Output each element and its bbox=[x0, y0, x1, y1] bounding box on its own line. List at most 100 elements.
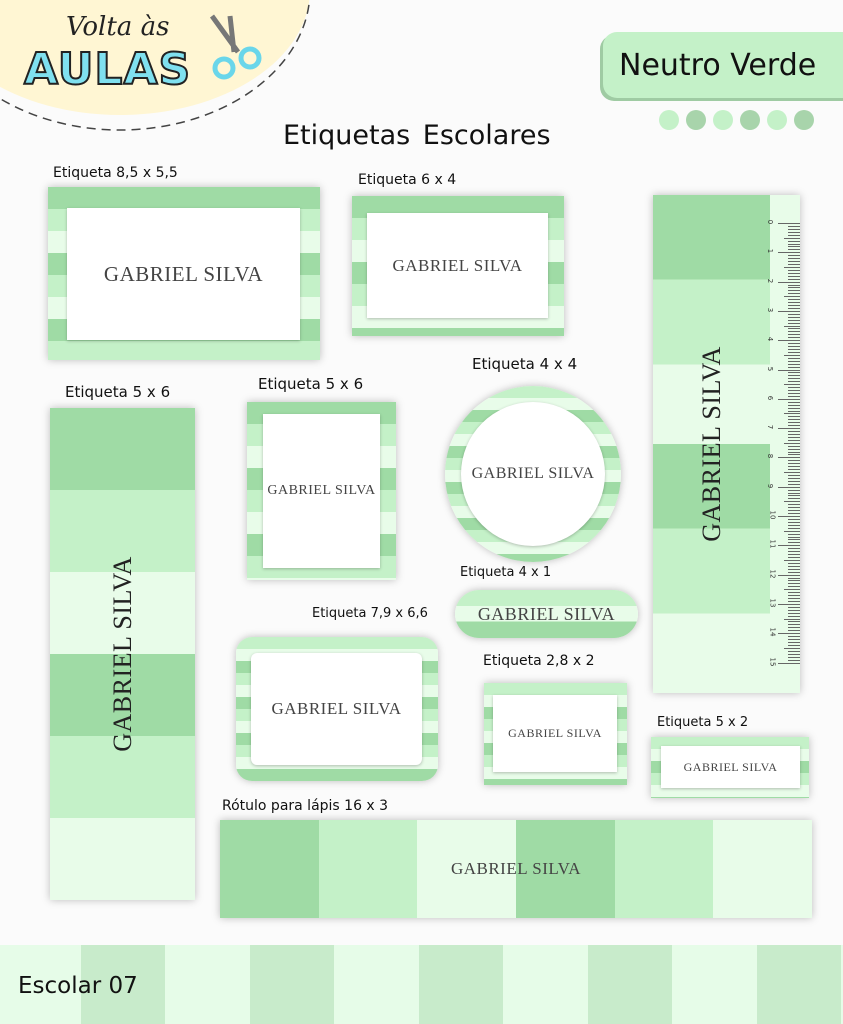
ruler-tick bbox=[788, 425, 800, 427]
ruler-tick bbox=[788, 445, 800, 447]
ruler-tick bbox=[788, 568, 800, 570]
ruler-tick bbox=[788, 644, 800, 646]
label-name: GABRIEL SILVA bbox=[267, 483, 376, 498]
label-8-5x5-5: GABRIEL SILVA bbox=[48, 187, 320, 360]
label-caption: Rótulo para lápis 16 x 3 bbox=[222, 798, 389, 814]
label-4x4-round: GABRIEL SILVA bbox=[445, 386, 621, 562]
ruler-tick bbox=[788, 334, 800, 336]
color-dot bbox=[686, 110, 706, 130]
ruler-tick bbox=[788, 225, 800, 227]
ruler-tick bbox=[788, 431, 800, 433]
label-4x1: GABRIEL SILVA bbox=[455, 590, 638, 638]
ruler-tick bbox=[788, 598, 800, 600]
ruler-tick bbox=[788, 290, 800, 292]
ruler-tick bbox=[788, 387, 800, 389]
page-title: Etiquetas Escolares bbox=[283, 120, 551, 151]
ruler-tick bbox=[788, 527, 800, 529]
ruler-tick bbox=[788, 466, 800, 468]
label-2-8x2: GABRIEL SILVA bbox=[484, 683, 627, 785]
ruler-tick bbox=[784, 442, 800, 444]
label-name: GABRIEL SILVA bbox=[392, 255, 523, 275]
ruler-tick bbox=[788, 609, 800, 611]
ruler-tick bbox=[784, 413, 800, 415]
ruler-tick bbox=[788, 381, 800, 383]
ruler-tick bbox=[788, 360, 800, 362]
ruler-number: 2 bbox=[766, 278, 775, 283]
ruler-tick bbox=[778, 252, 800, 254]
footer-label: Escolar 07 bbox=[18, 973, 138, 999]
ruler-tick bbox=[788, 592, 800, 594]
ruler-tick bbox=[788, 307, 800, 309]
ruler-tick bbox=[788, 439, 800, 441]
ruler-tick bbox=[788, 498, 800, 500]
ruler-tick bbox=[788, 401, 800, 403]
label-name: GABRIEL SILVA bbox=[450, 859, 582, 878]
ruler-tick bbox=[788, 474, 800, 476]
ruler-tick bbox=[788, 363, 800, 365]
ruler-tick bbox=[788, 639, 800, 641]
ruler-tick bbox=[788, 305, 800, 307]
ruler-tick bbox=[778, 516, 800, 517]
ruler-tick bbox=[788, 548, 800, 550]
ruler-tick bbox=[788, 524, 800, 526]
ruler-tick bbox=[788, 351, 800, 353]
ruler-tick bbox=[788, 357, 800, 359]
ruler-tick bbox=[788, 255, 800, 257]
ruler-tick bbox=[788, 348, 800, 350]
ruler-tick bbox=[788, 539, 800, 541]
ruler-tick bbox=[788, 375, 800, 377]
theme-badge-label: Neutro Verde bbox=[619, 47, 817, 83]
ruler-tick bbox=[788, 586, 800, 588]
ruler-tick bbox=[788, 404, 800, 406]
ruler-number: 7 bbox=[766, 424, 775, 430]
ruler-tick bbox=[788, 378, 800, 380]
logo-script: Volta às bbox=[66, 12, 170, 42]
ruler-tick bbox=[788, 518, 800, 520]
ruler-tick bbox=[788, 510, 800, 512]
label-pencil-16x3: GABRIEL SILVA bbox=[220, 820, 812, 918]
ruler-tick bbox=[788, 264, 800, 266]
ruler-tick bbox=[778, 574, 800, 576]
ruler-tick bbox=[788, 328, 800, 330]
ruler-tick bbox=[788, 557, 800, 559]
ruler-number: 6 bbox=[766, 395, 775, 401]
ruler-tick bbox=[778, 398, 800, 400]
ruler-tick bbox=[788, 433, 800, 435]
color-dot bbox=[767, 110, 787, 130]
ruler-tick bbox=[788, 492, 800, 494]
ruler-tick bbox=[788, 483, 800, 485]
ruler-tick bbox=[778, 662, 800, 664]
label-caption: Etiqueta 7,9 x 6,6 bbox=[312, 606, 428, 621]
ruler-tick bbox=[788, 419, 800, 421]
ruler-tick bbox=[788, 460, 800, 462]
label-5x2: GABRIEL SILVA bbox=[651, 737, 809, 798]
label-name: GABRIEL SILVA bbox=[103, 261, 264, 286]
ruler-tick bbox=[788, 489, 800, 491]
label-caption: Etiqueta 4 x 1 bbox=[460, 565, 552, 580]
ruler-tick bbox=[784, 237, 800, 239]
ruler-tick bbox=[778, 428, 800, 430]
ruler-tick bbox=[788, 272, 800, 274]
ruler-tick bbox=[778, 281, 800, 283]
ruler-tick bbox=[788, 322, 800, 324]
ruler-tick bbox=[788, 621, 800, 623]
label-6x4: GABRIEL SILVA bbox=[352, 196, 564, 336]
ruler-tick bbox=[778, 545, 800, 547]
ruler-tick bbox=[788, 533, 800, 535]
ruler-tick bbox=[788, 331, 800, 333]
ruler-tick bbox=[788, 243, 800, 245]
ruler-tick bbox=[788, 246, 800, 248]
label-7-9x6-6: GABRIEL SILVA bbox=[236, 637, 438, 781]
label-caption: Etiqueta 5 x 6 bbox=[258, 375, 364, 393]
ruler-tick bbox=[788, 249, 800, 251]
ruler-tick bbox=[788, 653, 800, 655]
ruler-number: 10 bbox=[768, 510, 777, 520]
ruler-tick bbox=[788, 392, 800, 394]
ruler-tick bbox=[788, 480, 800, 482]
theme-badge: Neutro Verde bbox=[603, 32, 843, 98]
ruler-tick bbox=[778, 486, 800, 488]
ruler-tick bbox=[788, 343, 800, 345]
ruler-number: 5 bbox=[766, 366, 775, 371]
ruler-tick bbox=[788, 554, 800, 556]
